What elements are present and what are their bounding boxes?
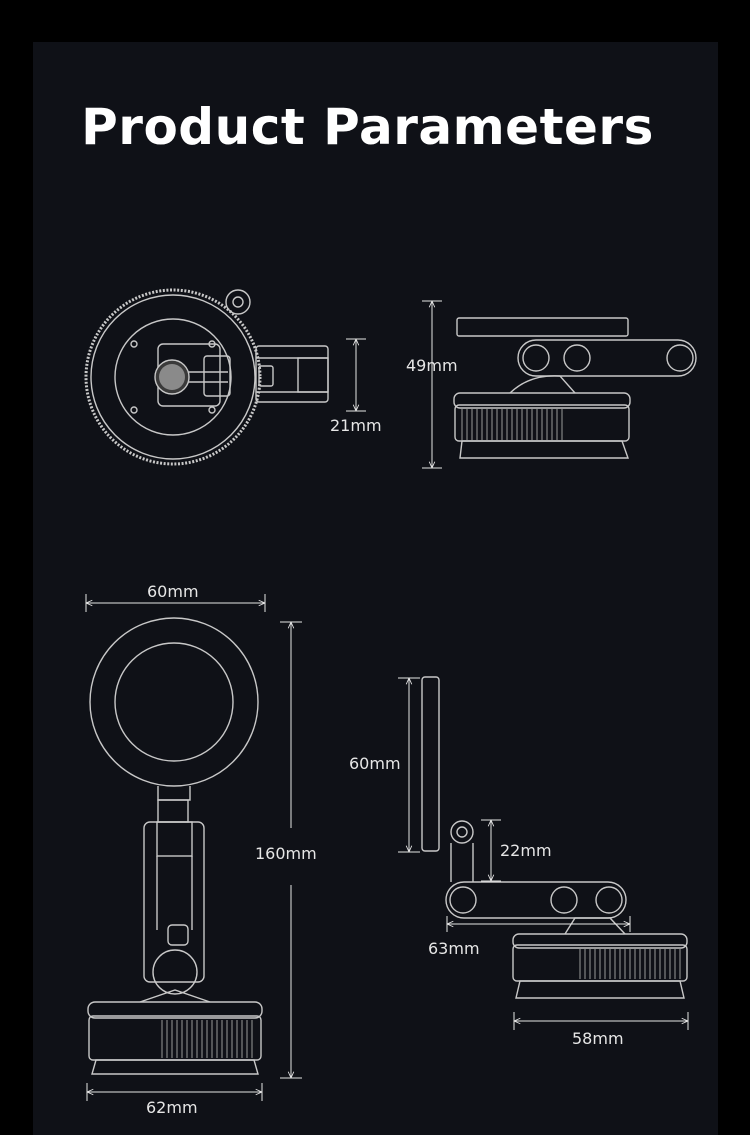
side-view-drawing xyxy=(453,317,697,459)
side-plate-height-dimension: 60mm xyxy=(349,678,420,852)
side-plate-height-label: 60mm xyxy=(349,754,401,773)
page-title: Product Parameters xyxy=(81,98,654,156)
side-view-height-label: 49mm xyxy=(406,356,458,375)
base-width-dimension: 62mm xyxy=(87,1083,262,1117)
top-view-drawing xyxy=(84,288,329,466)
side-knuckle-height-label: 22mm xyxy=(500,841,552,860)
side-knuckle-height-dimension: 22mm xyxy=(481,820,552,881)
content-panel xyxy=(33,42,718,1135)
side-base-width-dimension: 58mm xyxy=(514,1012,688,1048)
base-width-label: 62mm xyxy=(146,1098,198,1117)
side-base-width-label: 58mm xyxy=(572,1029,624,1048)
side-view-height-dimension: 49mm xyxy=(406,301,458,468)
side-extended-drawing xyxy=(421,676,688,999)
front-height-dimension: 160mm xyxy=(255,622,317,1078)
top-view-height-label: 21mm xyxy=(330,416,382,435)
front-width-label: 60mm xyxy=(147,582,199,601)
front-view-drawing xyxy=(87,617,263,1075)
side-arm-length-label: 63mm xyxy=(428,939,480,958)
front-height-label: 160mm xyxy=(255,844,317,863)
front-width-dimension: 60mm xyxy=(86,582,265,612)
side-arm-length-dimension: 63mm xyxy=(428,916,630,958)
top-view-height-dimension: 21mm xyxy=(330,339,382,435)
